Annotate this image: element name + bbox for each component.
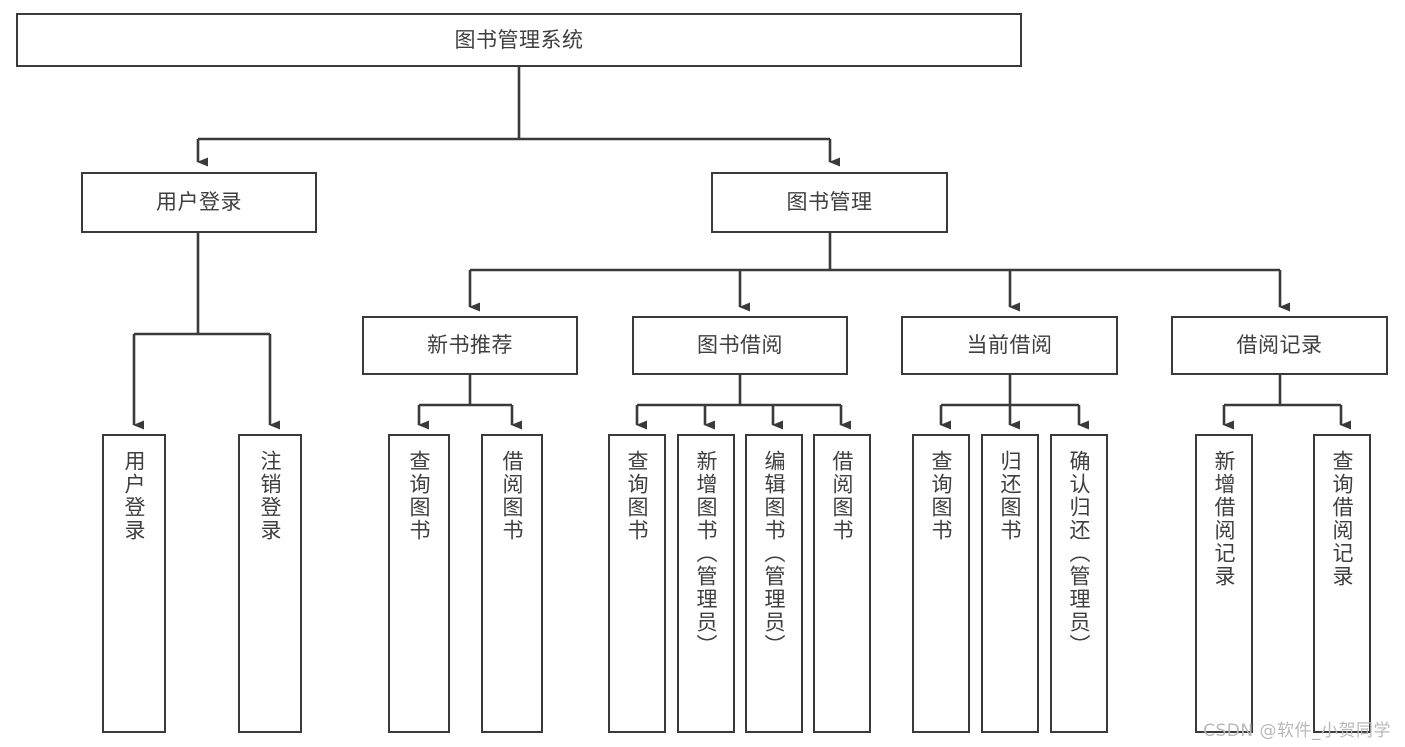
node-leaf-query-book-1[interactable]: 查询图书 (388, 434, 450, 733)
node-current-borrow-label: 当前借阅 (966, 333, 1053, 358)
node-leaf-return-book[interactable]: 归还图书 (981, 434, 1039, 733)
node-leaf-user-login-label: 用户登录 (122, 450, 147, 542)
node-leaf-query-book-2-label: 查询图书 (625, 450, 650, 542)
node-leaf-return-book-label: 归还图书 (998, 450, 1023, 542)
csdn-watermark: CSDN @软件_小贺同学 (1203, 721, 1391, 741)
node-leaf-borrow-book-1[interactable]: 借阅图书 (481, 434, 543, 733)
node-borrow-record[interactable]: 借阅记录 (1171, 316, 1388, 375)
node-book-management[interactable]: 图书管理 (711, 172, 948, 233)
node-user-login[interactable]: 用户登录 (81, 172, 317, 233)
node-leaf-query-book-2[interactable]: 查询图书 (608, 434, 666, 733)
node-leaf-logout-login-label: 注销登录 (258, 450, 283, 542)
node-leaf-add-record-label: 新增借阅记录 (1212, 450, 1237, 588)
node-leaf-edit-book-label: 编辑图书（管理员） (762, 450, 787, 657)
node-user-login-label: 用户登录 (156, 190, 242, 215)
node-root[interactable]: 图书管理系统 (16, 13, 1022, 67)
node-leaf-edit-book[interactable]: 编辑图书（管理员） (745, 434, 803, 733)
node-new-book-recommend[interactable]: 新书推荐 (362, 316, 578, 375)
node-leaf-add-record[interactable]: 新增借阅记录 (1195, 434, 1253, 733)
node-leaf-confirm-return[interactable]: 确认归还（管理员） (1050, 434, 1108, 733)
node-borrow-record-label: 借阅记录 (1236, 333, 1323, 358)
node-leaf-logout-login[interactable]: 注销登录 (238, 434, 302, 733)
node-book-borrow-label: 图书借阅 (697, 333, 783, 358)
node-leaf-confirm-return-label: 确认归还（管理员） (1067, 450, 1092, 657)
node-leaf-add-book[interactable]: 新增图书（管理员） (677, 434, 735, 733)
node-book-borrow[interactable]: 图书借阅 (632, 316, 848, 375)
node-leaf-query-record-label: 查询借阅记录 (1330, 450, 1355, 588)
node-new-book-recommend-label: 新书推荐 (427, 333, 513, 358)
node-leaf-borrow-book-1-label: 借阅图书 (500, 450, 525, 542)
node-leaf-query-book-1-label: 查询图书 (407, 450, 432, 542)
node-leaf-user-login[interactable]: 用户登录 (102, 434, 166, 733)
node-leaf-query-book-3-label: 查询图书 (929, 450, 954, 542)
node-root-label: 图书管理系统 (454, 27, 584, 52)
node-leaf-query-record[interactable]: 查询借阅记录 (1313, 434, 1371, 733)
node-leaf-query-book-3[interactable]: 查询图书 (912, 434, 970, 733)
node-leaf-add-book-label: 新增图书（管理员） (694, 450, 719, 657)
node-current-borrow[interactable]: 当前借阅 (901, 316, 1118, 375)
node-leaf-borrow-book-2-label: 借阅图书 (830, 450, 855, 542)
node-leaf-borrow-book-2[interactable]: 借阅图书 (813, 434, 871, 733)
node-book-management-label: 图书管理 (786, 190, 873, 215)
